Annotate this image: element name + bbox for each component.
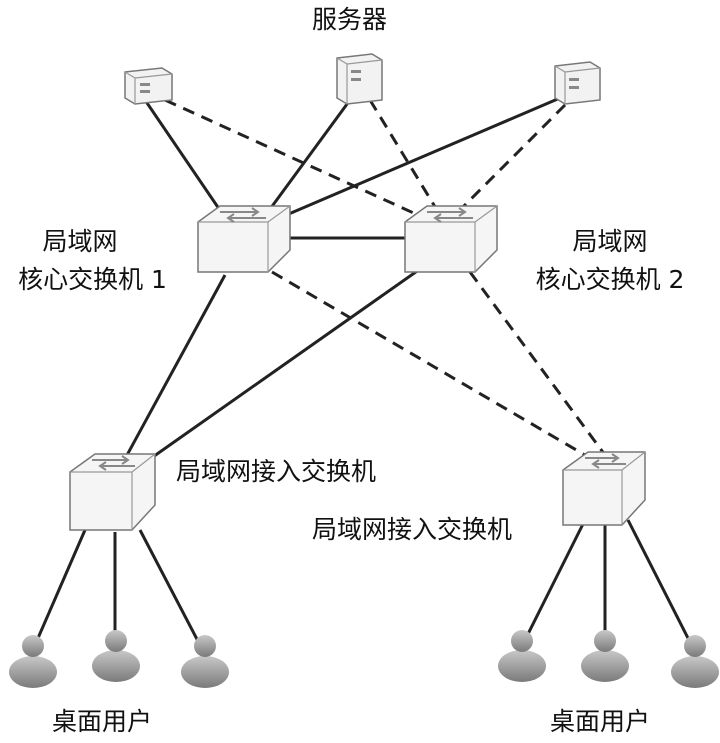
users-right-label: 桌面用户 [550, 707, 651, 736]
access-switch-2-icon [562, 451, 646, 526]
link-server2-core1 [260, 99, 352, 221]
core-switch-2-label-line2: 核心交换机 2 [535, 265, 685, 294]
core-switch-1-label-line1: 局域网 [42, 227, 118, 256]
access-switch-1-label: 局域网接入交换机 [176, 457, 377, 486]
link-lines [33, 96, 695, 649]
server-3-icon [554, 61, 601, 105]
user-icon [581, 630, 629, 682]
server-2-icon [336, 53, 383, 105]
link-access1-user1 [33, 529, 87, 646]
link-server2-core2 [368, 99, 442, 216]
user-icon [92, 630, 140, 682]
user-icon [9, 635, 57, 688]
access-switch-2-label: 局域网接入交换机 [312, 515, 513, 544]
link-access2-user1 [523, 519, 587, 641]
servers-label: 服务器 [312, 5, 388, 34]
link-access1-user3 [138, 529, 202, 646]
link-core1-access2 [271, 270, 591, 460]
core-switch-2-icon [404, 205, 498, 273]
link-core2-access1 [139, 260, 431, 468]
user-icon [498, 630, 546, 682]
user-icon [181, 635, 229, 688]
server-1-icon [124, 67, 173, 105]
link-server3-core2 [453, 103, 567, 217]
link-access2-user3 [626, 519, 695, 649]
core-switch-1-label-line2: 核心交换机 1 [18, 265, 167, 294]
link-server3-core1 [269, 96, 561, 224]
core-switch-1-icon [197, 205, 291, 273]
user-icon [671, 635, 719, 688]
link-core1-access1 [118, 274, 227, 469]
link-server1-core1 [143, 99, 232, 226]
users-left-label: 桌面用户 [52, 707, 153, 736]
core-switch-2-label-line1: 局域网 [572, 227, 648, 256]
link-core2-access2 [468, 271, 607, 456]
access-switch-1-icon [69, 453, 156, 531]
